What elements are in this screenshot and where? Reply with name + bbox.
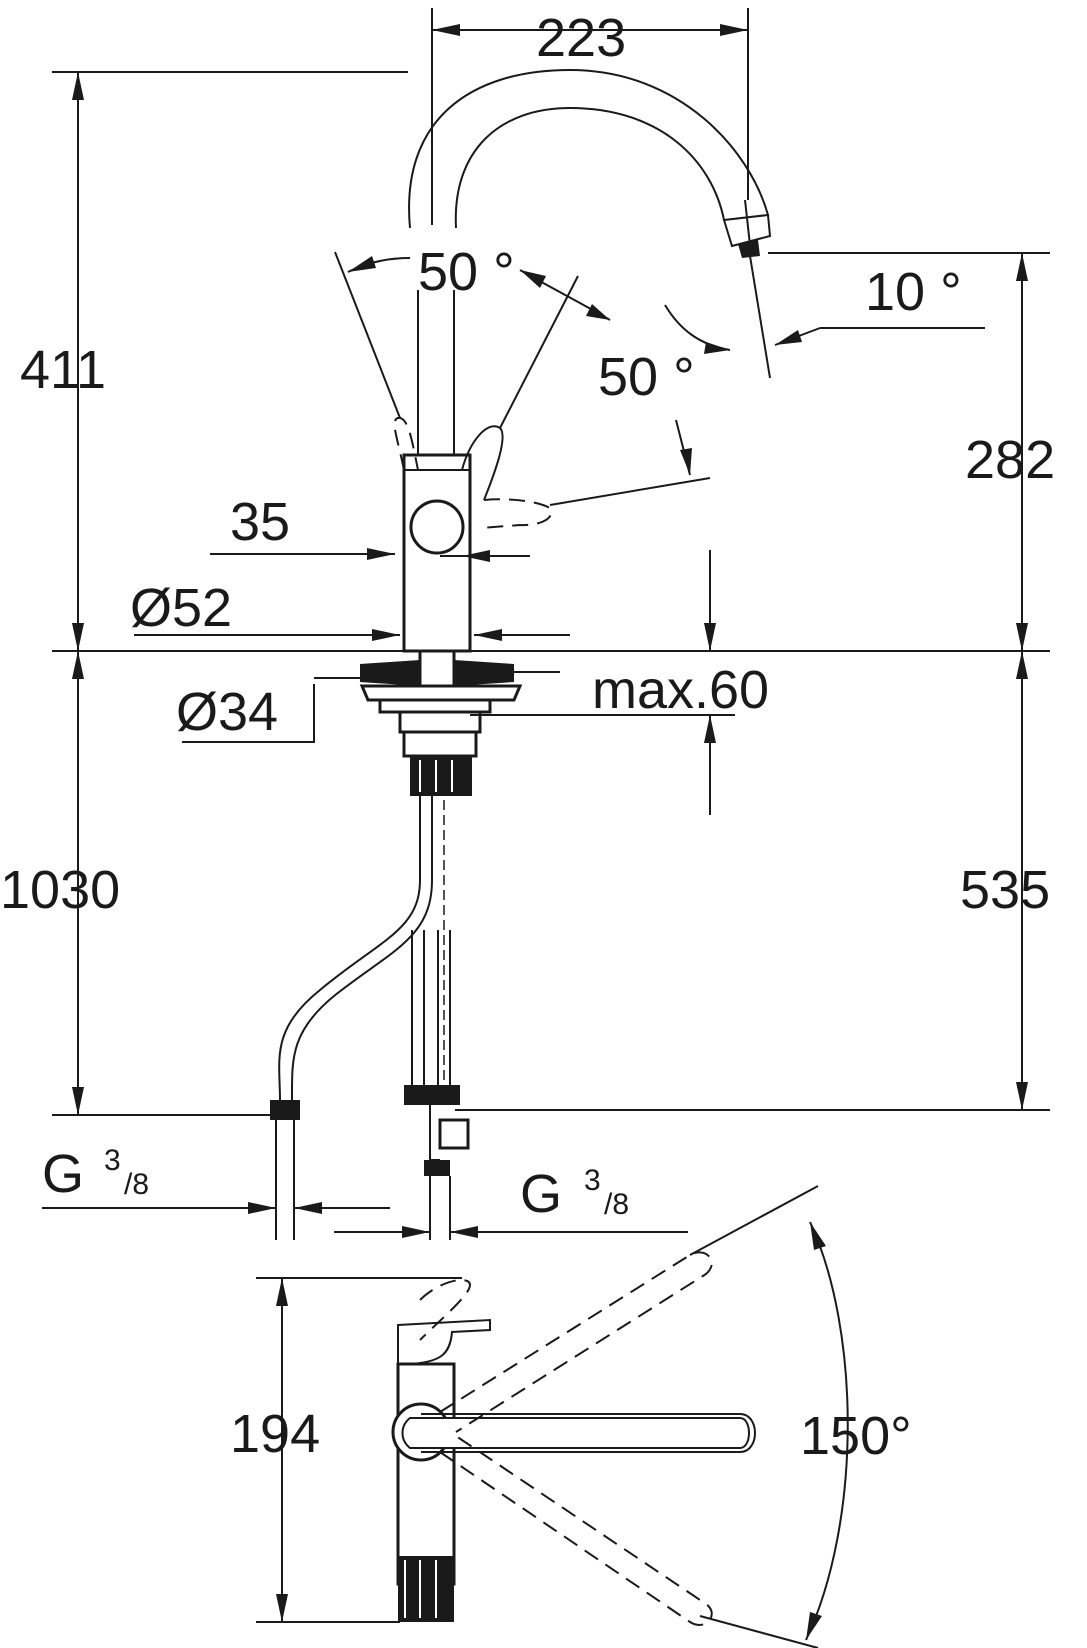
aerator [738,240,760,258]
hose-left-nut [270,1100,300,1120]
deck-left [360,660,420,686]
labels: 223 411 50 ° 10 ° 50 ° 282 35 Ø52 Ø34 ma… [0,8,1055,1466]
faucet-side-view [359,68,772,796]
top-lever-lower [439,1435,713,1626]
spout-outer [408,68,769,229]
label-223: 223 [536,8,626,68]
lever-right-position [479,498,553,529]
spout-tip [722,213,772,248]
mount-thread-top [402,730,478,758]
top-spout-head [397,1318,491,1365]
label-1030: 1030 [0,860,120,920]
supply-nut [424,1160,450,1176]
spout-tip-line [744,199,751,246]
label-194: 194 [230,1404,320,1464]
check-valve [438,1118,470,1150]
label-g-left-num: 3 [104,1144,121,1177]
mount-sleeve [398,710,482,734]
spout-inner [454,106,725,229]
lever-pivot [409,499,465,555]
supply-connector [404,1085,460,1105]
faucet-top-view [256,1185,849,1648]
label-150: 150° [800,1406,912,1466]
label-max-60: max.60 [592,660,769,720]
label-diameter-34: Ø34 [176,682,278,742]
label-411: 411 [20,340,106,400]
label-g-right: G [520,1164,562,1224]
mount-plate [359,684,523,702]
top-lever-upper [439,1251,713,1433]
mount-nut [378,698,492,714]
label-535: 535 [960,860,1050,920]
label-10: 10 ° [865,262,962,322]
dimension-lines [42,8,1050,1238]
label-g-right-den: /8 [604,1188,629,1221]
label-282: 282 [965,430,1055,490]
label-diameter-52: Ø52 [130,578,232,638]
label-50-left: 50 ° [418,242,515,302]
label-g-right-num: 3 [584,1164,601,1197]
top-thread [398,1556,454,1622]
top-body [396,1362,456,1586]
label-g-left: G [42,1144,84,1204]
pullout-hose-inner [290,796,433,1101]
top-lever [421,1413,756,1453]
pullout-hose-outer [278,796,421,1101]
label-50-right: 50 ° [598,347,695,407]
top-spout-dashed [419,1279,472,1341]
label-g-left-den: /8 [124,1168,149,1201]
lever-left-position [393,416,419,471]
label-35: 35 [230,492,290,552]
hoses [270,796,470,1240]
